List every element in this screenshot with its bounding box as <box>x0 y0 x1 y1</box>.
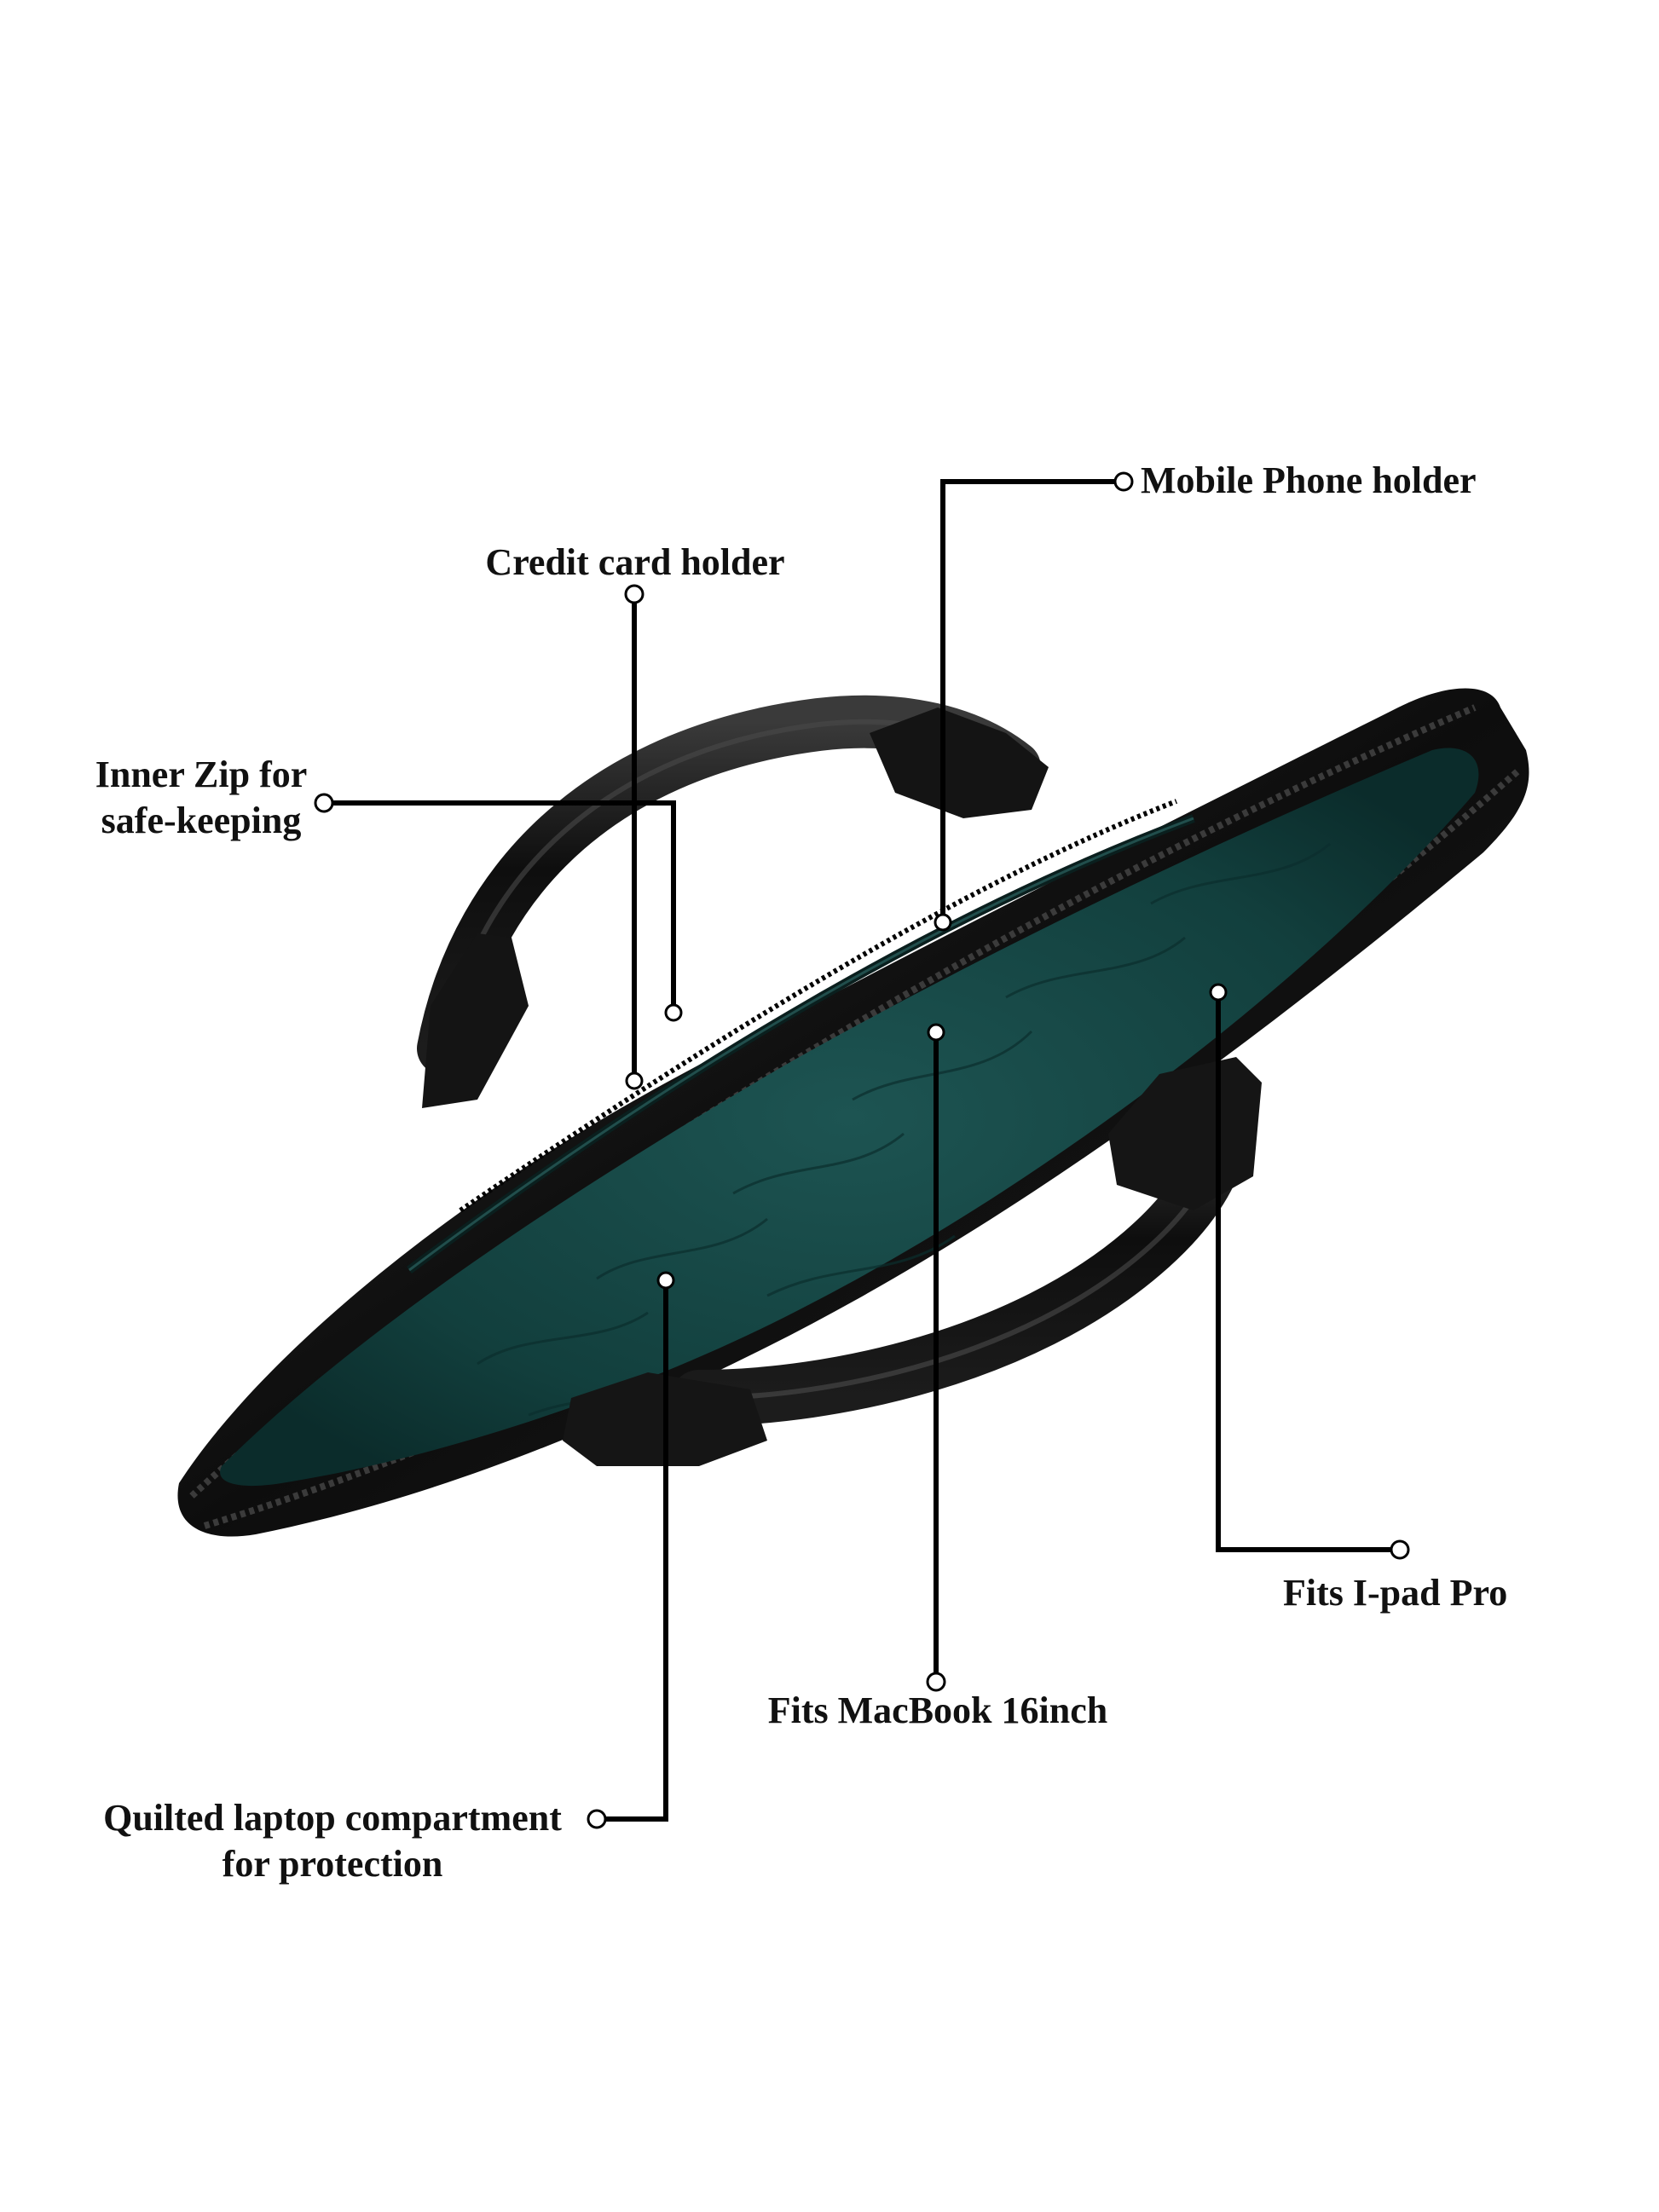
credit-card-holder-text: Credit card holder <box>485 541 785 583</box>
leader-lines <box>329 479 1395 1822</box>
inner-zip-text-line1: Inner Zip for <box>95 754 308 795</box>
dot-inner-zip-anchor <box>664 1003 683 1022</box>
anchor-dots <box>625 913 1228 1290</box>
interior-lining <box>220 748 1479 1487</box>
dot-macbook-anchor <box>927 1023 945 1042</box>
circle-ipad <box>1390 1539 1410 1560</box>
label-fits-macbook: Fits MacBook 16inch <box>750 1688 1125 1734</box>
circle-credit-card <box>624 584 645 604</box>
label-credit-card-holder: Credit card holder <box>460 540 810 586</box>
dot-credit-card-anchor <box>625 1071 644 1090</box>
back-handle <box>417 695 1049 1108</box>
quilted-text-line2: for protection <box>222 1843 443 1885</box>
quilted-text-line1: Quilted laptop compartment <box>103 1797 562 1839</box>
label-quilted-compartment: Quilted laptop compartment for protectio… <box>85 1795 580 1887</box>
leader-inner-zip <box>329 800 676 1013</box>
label-circles <box>314 471 1410 1829</box>
label-inner-zip: Inner Zip for safe-keeping <box>85 752 317 844</box>
label-mobile-phone-holder: Mobile Phone holder <box>1141 458 1477 504</box>
label-fits-ipad: Fits I-pad Pro <box>1283 1570 1507 1616</box>
dot-mobile-phone-anchor <box>934 913 952 932</box>
fits-macbook-text: Fits MacBook 16inch <box>767 1689 1108 1731</box>
circle-macbook <box>926 1672 946 1692</box>
dot-ipad-anchor <box>1209 983 1228 1002</box>
mobile-phone-holder-text: Mobile Phone holder <box>1141 459 1477 501</box>
front-handle <box>563 1057 1262 1466</box>
leader-ipad <box>1216 992 1395 1552</box>
circle-inner-zip <box>314 793 334 813</box>
fits-ipad-text: Fits I-pad Pro <box>1283 1572 1508 1614</box>
circle-quilted <box>587 1809 607 1829</box>
leader-mobile-phone <box>940 479 1119 922</box>
leader-quilted <box>602 1280 668 1822</box>
inner-zip-text-line2: safe-keeping <box>101 800 302 841</box>
dot-quilted-anchor <box>656 1271 675 1290</box>
circle-mobile-phone <box>1113 471 1134 492</box>
